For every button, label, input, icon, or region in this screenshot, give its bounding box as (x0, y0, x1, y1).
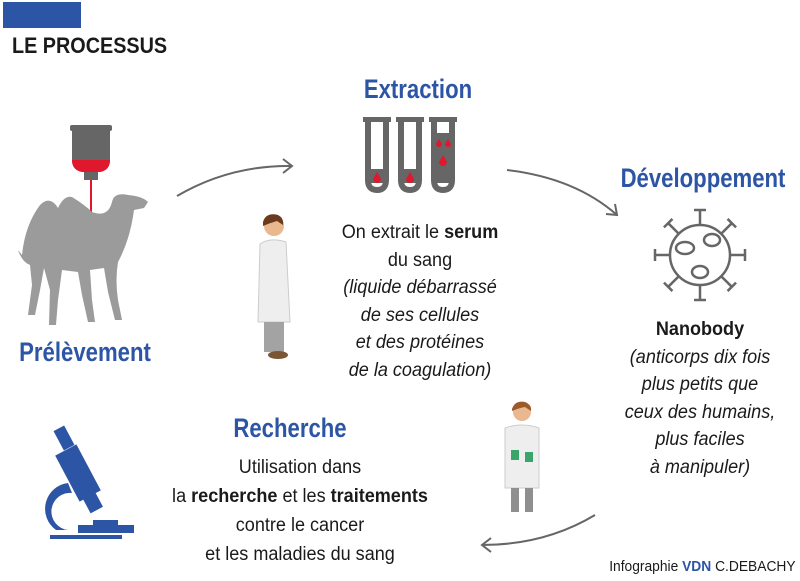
nanobody-label: Nanobody (655, 319, 745, 340)
credit-author: C.DEBACHY (711, 558, 796, 575)
text: à manipuler) (649, 456, 751, 478)
text: de ses cellules (360, 304, 480, 326)
step-recherche-title: Recherche (233, 413, 347, 443)
text: plus faciles (655, 429, 745, 450)
step-prelevement-title: Prélèvement (19, 337, 151, 367)
extraction-description: On extrait le serum du sang (liquide déb… (306, 219, 534, 384)
text: (liquide débarrassé (343, 277, 497, 298)
text-bold: recherche (191, 486, 278, 507)
text: ceux des humains, (624, 401, 776, 423)
text: (anticorps dix fois (629, 346, 771, 368)
scientist-figure (257, 214, 291, 359)
scientist-figure (504, 401, 540, 512)
text: et des protéines (355, 332, 485, 353)
text: On extrait le (341, 222, 445, 243)
header-accent-bar (3, 2, 81, 28)
credit-brand: VDN (682, 558, 712, 575)
test-tubes-icon (363, 117, 457, 194)
text-bold: traitements (330, 486, 428, 507)
text: et les maladies du sang (205, 544, 395, 565)
recherche-description: Utilisation dans la recherche et les tra… (148, 453, 452, 569)
developpement-description: Nanobody (anticorps dix fois plus petits… (586, 316, 800, 481)
text: contre le cancer (235, 515, 365, 536)
step-developpement-title: Développement (620, 163, 786, 193)
microscope-icon (45, 425, 134, 539)
text: du sang (387, 249, 453, 271)
page-title: LE PROCESSUS (12, 33, 168, 58)
step-extraction-title: Extraction (363, 74, 473, 104)
text: la (172, 486, 192, 507)
text: de la coagulation) (348, 359, 492, 381)
credit-prefix: Infographie (609, 558, 683, 575)
text: plus petits que (641, 374, 759, 395)
text-bold: serum (444, 222, 499, 243)
virus-icon (653, 208, 747, 302)
credit: Infographie VDN C.DEBACHY (610, 558, 796, 575)
text: Utilisation dans (238, 457, 362, 478)
text: et les (277, 486, 331, 507)
